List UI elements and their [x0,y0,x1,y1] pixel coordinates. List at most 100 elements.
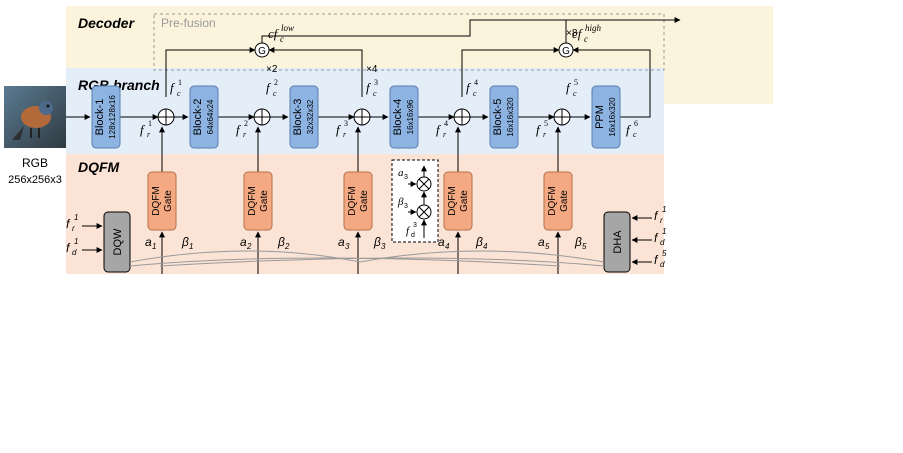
rgb-input-image [4,86,66,148]
svg-text:low: low [281,23,294,33]
svg-text:high: high [585,23,602,33]
dqw-label: DQW [112,228,124,256]
svg-text:d: d [411,232,415,239]
svg-text:c: c [177,89,181,98]
svg-text:5: 5 [662,249,667,258]
svg-text:2: 2 [246,242,252,251]
svg-text:3: 3 [344,119,348,128]
rgb-block-size: 64x64x24 [206,99,215,134]
svg-text:4: 4 [445,242,450,251]
svg-text:c: c [584,34,588,44]
dqfm-title: DQFM [78,159,120,175]
svg-text:r: r [543,130,547,139]
cf-low-label: cf c low [268,23,294,44]
svg-text:r: r [443,130,447,139]
mult-x8: ×8 [566,28,578,39]
fr-label: f [536,122,542,137]
fc-label: f [566,80,572,95]
svg-text:1: 1 [74,237,78,246]
svg-text:3: 3 [345,242,350,251]
svg-text:1: 1 [178,78,182,87]
svg-text:cf: cf [572,26,584,41]
svg-text:a: a [240,235,247,249]
svg-text:G: G [562,46,570,57]
svg-text:Gate: Gate [459,190,470,212]
svg-text:β: β [181,235,189,249]
dqfm-gate-label: DQFM [547,186,558,215]
svg-text:5: 5 [582,242,587,251]
svg-text:1: 1 [662,205,666,214]
fr-label: f [236,122,242,137]
svg-text:f: f [654,231,659,245]
svg-text:r: r [660,216,663,225]
mult-x2: ×2 [266,64,278,75]
svg-text:Gate: Gate [359,190,370,212]
cf-high-label: cf c high [572,23,602,44]
rgb-input-size: 256x256x3 [8,174,62,186]
dha-label: DHA [612,230,624,254]
svg-text:f: f [654,253,659,267]
rgb-block-name: Block-2 [192,99,204,136]
fc-label: f [466,80,472,95]
svg-text:β: β [277,235,285,249]
svg-text:3: 3 [381,242,386,251]
svg-text:d: d [660,238,665,247]
dha-box: DHA [603,211,631,273]
svg-text:β: β [397,196,404,208]
fr-label: f [140,122,146,137]
svg-text:1: 1 [148,119,152,128]
fc-label: f [366,80,372,95]
svg-text:c: c [573,89,577,98]
svg-text:β: β [574,235,582,249]
svg-text:d: d [660,260,665,269]
svg-text:f: f [406,225,411,237]
fr-label: f [436,122,442,137]
weight-curves [129,250,605,267]
svg-text:a: a [398,167,404,179]
rgb-block-size: 128x128x16 [108,95,117,139]
rgb-input-label: RGB [22,156,48,170]
svg-text:c: c [633,130,637,139]
pre-fusion-title: Pre-fusion [161,16,216,30]
svg-text:5: 5 [545,242,550,251]
svg-text:c: c [273,89,277,98]
rgb-block-name: Block-3 [292,99,304,136]
fc-label: f [266,80,272,95]
svg-text:5: 5 [574,78,578,87]
svg-text:4: 4 [483,242,488,251]
svg-text:Gate: Gate [163,190,174,212]
fr-label: f [336,122,342,137]
svg-text:f: f [66,241,71,255]
svg-text:c: c [373,89,377,98]
svg-text:2: 2 [274,78,278,87]
svg-text:5: 5 [544,119,548,128]
svg-text:3: 3 [404,174,408,181]
dqfm-gate-label: DQFM [247,186,258,215]
fc-label: f [170,80,176,95]
svg-text:d: d [72,248,77,257]
dqfm-gate-label: DQFM [347,186,358,215]
dqfm-gate-label: DQFM [151,186,162,215]
rgb-block-size: 16x16x320 [506,97,515,137]
full-fusion-band [664,6,773,104]
svg-text:f: f [66,217,71,231]
decoder-title: Decoder [78,15,136,31]
svg-text:c: c [473,89,477,98]
rgb-block-name: Block-1 [94,99,106,136]
rgb-block-name: Block-4 [392,99,404,136]
svg-text:3: 3 [404,203,408,210]
